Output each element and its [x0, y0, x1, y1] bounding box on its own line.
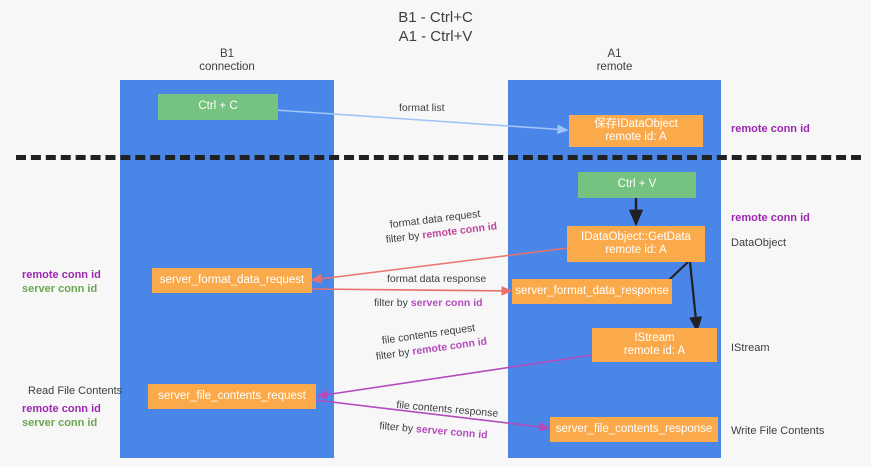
edge-label-file-contents-response-filter: filter by server conn id — [379, 419, 488, 442]
annotation-remote-conn-id-top: remote conn id — [731, 123, 810, 135]
node-server-format-data-request-label: server_format_data_request — [159, 273, 305, 286]
filter-key-server-conn-id-1: server conn id — [410, 297, 483, 309]
page-title: B1 - Ctrl+C A1 - Ctrl+V — [398, 9, 473, 45]
node-server-file-contents-request[interactable]: server_file_contents_request — [148, 384, 316, 409]
filter-prefix-3: filter by — [375, 345, 414, 363]
edge-format-data-response — [311, 286, 513, 296]
annotation-left-server-conn-id-2: server conn id — [22, 417, 98, 429]
filter-prefix-4: filter by — [378, 419, 417, 436]
node-ctrl-v[interactable]: Ctrl + V — [578, 172, 696, 198]
filter-prefix-1: filter by — [385, 229, 424, 246]
node-ctrl-c[interactable]: Ctrl + C — [158, 94, 278, 120]
node-server-format-data-response-label: server_format_data_response — [515, 284, 669, 297]
edge-label-file-contents-response: file contents response — [395, 398, 499, 420]
node-ctrl-v-line1: Ctrl + V — [617, 178, 657, 191]
node-idataobject-getdata-line2: remote id: A — [605, 244, 667, 256]
section-divider — [16, 155, 861, 160]
node-save-idataobject-line1: 保存IDataObject — [594, 117, 678, 130]
node-server-file-contents-response[interactable]: server_file_contents_response — [550, 417, 718, 442]
node-server-format-data-request[interactable]: server_format_data_request — [152, 268, 312, 293]
annotation-left-remote-conn-id-2: remote conn id — [22, 403, 101, 415]
node-idataobject-getdata-line1: IDataObject::GetData — [581, 230, 691, 243]
edge-label-format-data-response-filter: filter by server conn id — [374, 296, 483, 310]
annotation-left-remote-conn-id: remote conn id — [22, 269, 101, 281]
node-server-file-contents-response-label: server_file_contents_response — [555, 422, 713, 435]
annotation-read-file-contents: Read File Contents — [28, 385, 123, 397]
annotation-istream: IStream — [731, 342, 770, 354]
node-istream-line2: remote id: A — [623, 345, 686, 357]
edge-label-format-list: format list — [399, 102, 445, 114]
node-server-file-contents-request-label: server_file_contents_request — [158, 389, 306, 402]
annotation-left-server-conn-id: server conn id — [22, 283, 98, 295]
node-ctrl-c-line1: Ctrl + C — [198, 100, 238, 113]
lane-header-b1: B1 connection — [199, 48, 255, 73]
node-save-idataobject-line2: remote id: A — [605, 131, 667, 143]
filter-prefix-2: filter by — [374, 297, 411, 309]
node-save-idataobject[interactable]: 保存IDataObject remote id: A — [569, 115, 703, 147]
annotation-remote-conn-id-mid: remote conn id — [731, 212, 810, 224]
node-istream[interactable]: IStream remote id: A — [592, 328, 717, 362]
edge-label-format-data-response: format data response — [387, 273, 487, 285]
node-server-format-data-response[interactable]: server_format_data_response — [512, 279, 672, 304]
lane-header-a1: A1 remote — [596, 48, 633, 73]
filter-key-server-conn-id-2: server conn id — [415, 423, 489, 442]
node-istream-line1: IStream — [634, 331, 675, 344]
annotation-dataobject: DataObject — [731, 237, 787, 249]
annotation-write-file-contents: Write File Contents — [731, 425, 825, 437]
node-idataobject-getdata[interactable]: IDataObject::GetData remote id: A — [567, 226, 705, 262]
